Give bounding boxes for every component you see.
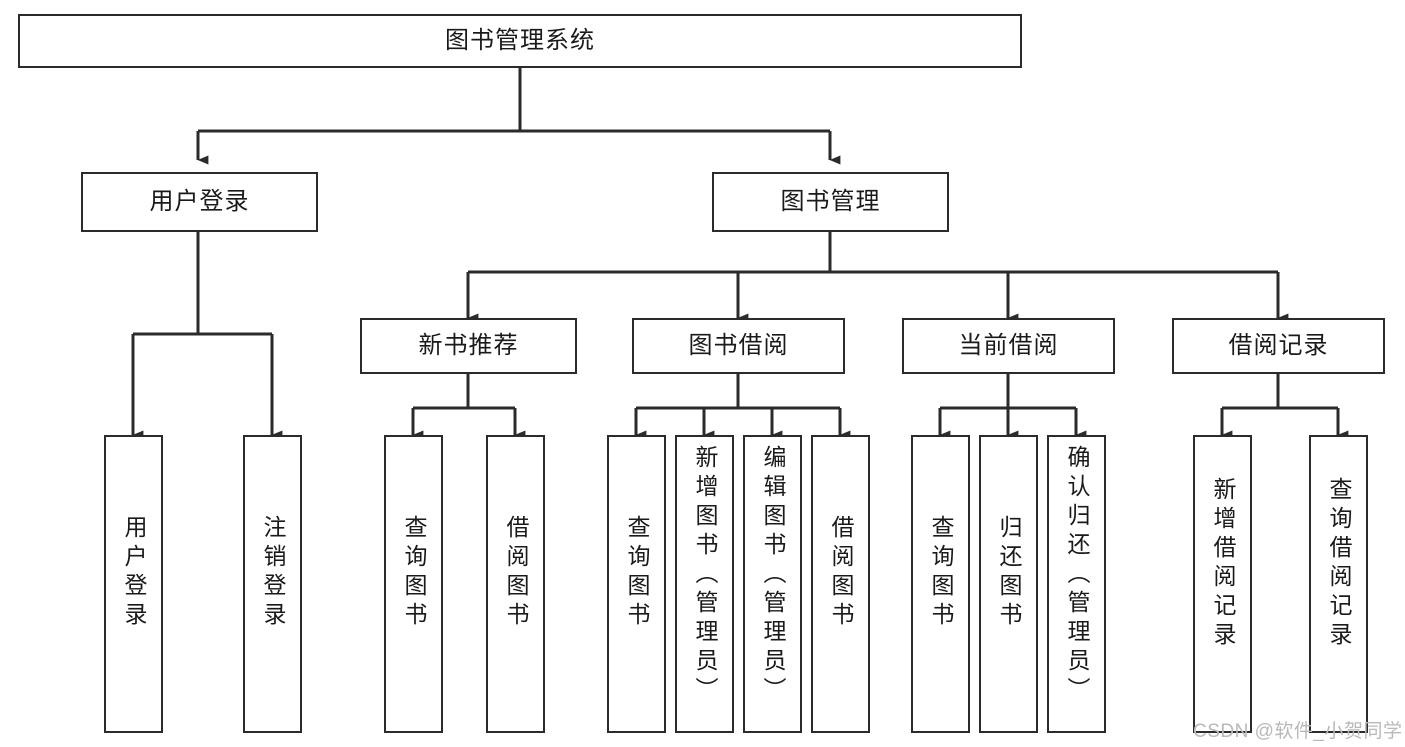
leaf-confirm-return-admin[interactable]: 确认归还（管理员） (1047, 435, 1106, 733)
node-new-book-recommend[interactable]: 新书推荐 (360, 318, 577, 374)
leaf-logout-login[interactable]: 注销登录 (243, 435, 302, 733)
leaf-borrow-book-borrow[interactable]: 借阅图书 (811, 435, 870, 733)
leaf-query-book-newbook[interactable]: 查询图书 (384, 435, 443, 733)
node-label: 新书推荐 (418, 331, 519, 359)
leaf-query-borrow-record[interactable]: 查询借阅记录 (1309, 435, 1368, 733)
leaf-add-borrow-record[interactable]: 新增借阅记录 (1193, 435, 1252, 733)
node-borrow-record[interactable]: 借阅记录 (1172, 318, 1385, 374)
node-label: 查询图书 (624, 515, 650, 631)
node-label: 借阅图书 (828, 515, 854, 631)
leaf-query-book-current[interactable]: 查询图书 (911, 435, 970, 733)
node-label: 新增图书（管理员） (692, 445, 718, 706)
node-label: 图书管理系统 (445, 26, 595, 54)
node-label: 归还图书 (996, 515, 1022, 631)
node-label: 查询图书 (401, 515, 427, 631)
node-root-book-management-system[interactable]: 图书管理系统 (18, 14, 1022, 68)
node-label: 确认归还（管理员） (1064, 445, 1090, 706)
node-label: 图书管理 (780, 187, 881, 215)
leaf-user-login[interactable]: 用户登录 (104, 435, 163, 733)
leaf-query-book-borrow[interactable]: 查询图书 (607, 435, 666, 733)
leaf-borrow-book-newbook[interactable]: 借阅图书 (486, 435, 545, 733)
leaf-return-book[interactable]: 归还图书 (979, 435, 1038, 733)
node-label: 图书借阅 (688, 331, 789, 359)
node-label: 借阅图书 (503, 515, 529, 631)
node-book-borrow[interactable]: 图书借阅 (632, 318, 845, 374)
node-current-borrow[interactable]: 当前借阅 (902, 318, 1115, 374)
node-label: 编辑图书（管理员） (760, 445, 786, 706)
node-user-login[interactable]: 用户登录 (81, 172, 318, 232)
node-label: 新增借阅记录 (1210, 477, 1236, 651)
node-label: 借阅记录 (1228, 331, 1329, 359)
node-label: 用户登录 (149, 187, 250, 215)
leaf-add-book-admin[interactable]: 新增图书（管理员） (675, 435, 734, 733)
node-label: 用户登录 (121, 515, 147, 631)
node-book-management[interactable]: 图书管理 (712, 172, 949, 232)
node-label: 注销登录 (260, 515, 286, 631)
node-label: 查询借阅记录 (1326, 477, 1352, 651)
node-label: 当前借阅 (958, 331, 1059, 359)
leaf-edit-book-admin[interactable]: 编辑图书（管理员） (743, 435, 802, 733)
node-label: 查询图书 (928, 515, 954, 631)
